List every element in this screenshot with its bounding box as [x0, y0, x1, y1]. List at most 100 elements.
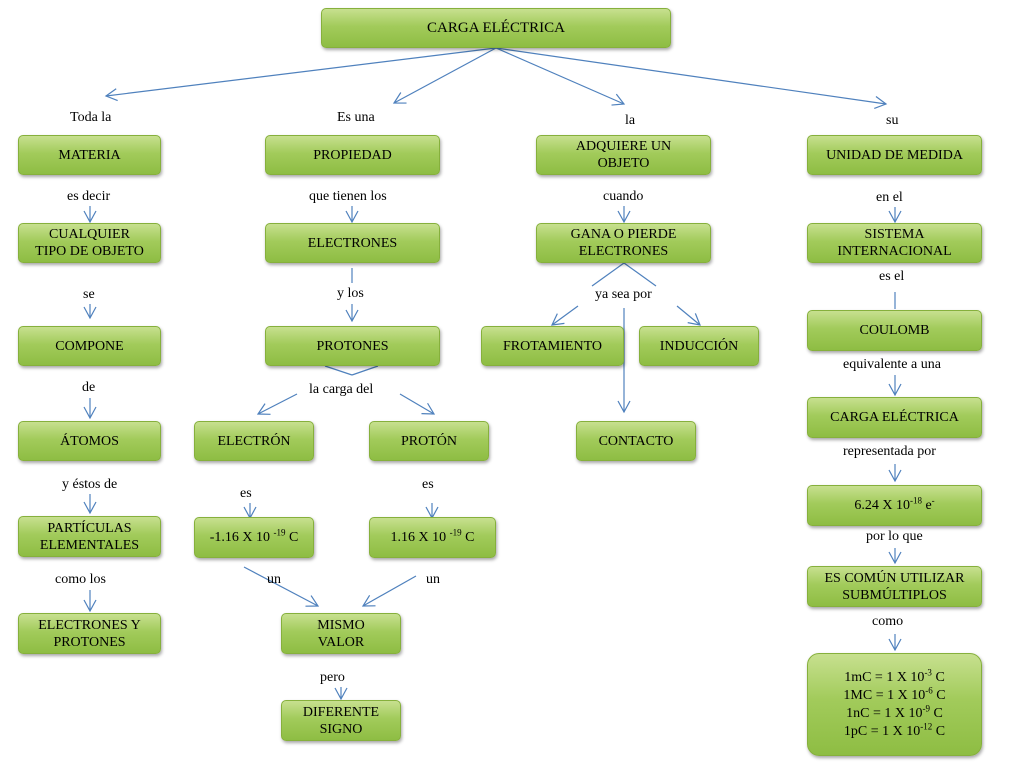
electron-charge-value: -1.16 X 10 [209, 530, 270, 545]
node-electrones: ELECTRONES [265, 223, 440, 263]
electron-count-value: 6.24 X 10 [854, 498, 910, 513]
title-text: CARGA ELÉCTRICA [427, 19, 565, 36]
node-proton-charge: 1.16 X 10 -19 C [369, 517, 496, 558]
label-cuando: cuando [603, 189, 644, 204]
label-toda-la: Toda la [70, 110, 112, 125]
electron-count-sign: - [931, 495, 935, 506]
node-contacto: CONTACTO [576, 421, 696, 461]
node-contacto-text: CONTACTO [598, 433, 674, 449]
node-adquiere-line1: ADQUIERE UN [575, 139, 672, 154]
node-atomos-text: ÁTOMOS [60, 433, 119, 449]
submultiplo-item: 1mC = 1 X 10-3 C [843, 667, 945, 687]
submultiplo-exponent: -12 [920, 720, 933, 731]
node-coulomb: COULOMB [807, 310, 982, 351]
label-es-decir: es decir [67, 189, 111, 204]
node-compone-text: COMPONE [55, 338, 124, 354]
node-materia-text: MATERIA [58, 147, 121, 163]
node-gana-line2: ELECTRONES [578, 244, 669, 259]
node-adquiere-line2: OBJETO [597, 156, 650, 171]
submultiplo-item: 1MC = 1 X 10-6 C [843, 684, 946, 705]
proton-charge-unit: C [465, 530, 475, 545]
submultiplo-exponent: -9 [922, 702, 930, 713]
node-carga-text: CARGA ELÉCTRICA [830, 410, 959, 425]
label-representada-por: representada por [843, 444, 936, 459]
submultiplo-unit: C [932, 687, 946, 703]
submultiplo-unit: C [931, 669, 945, 685]
label-se: se [83, 287, 95, 302]
node-electrones-protones-line2: PROTONES [53, 634, 126, 650]
node-propiedad-text: PROPIEDAD [313, 147, 392, 163]
node-adquiere-un-objeto: ADQUIERE UN OBJETO [536, 135, 711, 175]
node-electrones-protones-line1: ELECTRONES Y [38, 617, 141, 633]
node-carga-electrica: CARGA ELÉCTRICA [807, 397, 982, 438]
node-induccion: INDUCCIÓN [639, 326, 759, 366]
node-frotamiento: FROTAMIENTO [481, 326, 624, 366]
node-electron-count: 6.24 X 10-18 e- [807, 485, 982, 526]
node-propiedad: PROPIEDAD [265, 135, 440, 175]
node-protones: PROTONES [265, 326, 440, 366]
node-sistema-internacional: SISTEMA INTERNACIONAL [807, 223, 982, 263]
label-la-carga-del: la carga del [309, 382, 374, 397]
label-es-proton: es [422, 477, 434, 492]
label-equivalente-a-una: equivalente a una [843, 357, 941, 372]
submultiplo-item: 1pC = 1 X 10-12 C [843, 720, 945, 741]
label-un-right: un [426, 572, 440, 587]
node-electron: ELECTRÓN [194, 421, 314, 461]
label-como: como [872, 614, 904, 629]
node-compone: COMPONE [18, 326, 161, 366]
submultiplo-prefix: 1pC = 1 X 10 [843, 723, 921, 739]
node-sistema-line1: SISTEMA [864, 227, 925, 242]
label-su: su [886, 113, 899, 128]
label-es-una: Es una [337, 110, 375, 125]
node-frotamiento-text: FROTAMIENTO [503, 338, 602, 354]
submultiplo-prefix: 1MC = 1 X 10 [843, 687, 926, 703]
submultiplo-unit: C [929, 705, 943, 721]
proton-charge-text: 1.16 X 10 -19 C [390, 527, 475, 546]
proton-charge-exponent: -19 [449, 527, 462, 538]
proton-charge-value: 1.16 X 10 [390, 530, 447, 545]
label-como-los: como los [55, 572, 106, 587]
node-atomos: ÁTOMOS [18, 421, 161, 461]
node-unidad-de-medida: UNIDAD DE MEDIDA [807, 135, 982, 175]
electron-count-text: 6.24 X 10-18 e- [854, 495, 935, 514]
node-comun-line2: SUBMÚLTIPLOS [842, 587, 947, 603]
node-comun-line1: ES COMÚN UTILIZAR [824, 570, 965, 586]
node-induccion-text: INDUCCIÓN [659, 338, 739, 354]
node-mismo-line2: VALOR [317, 634, 365, 650]
node-sistema-line2: INTERNACIONAL [837, 244, 952, 259]
label-pero: pero [320, 670, 345, 685]
electron-charge-unit: C [288, 530, 299, 545]
node-mismo-line1: MISMO [317, 617, 365, 633]
label-es-electron: es [240, 486, 252, 501]
title-node: CARGA ELÉCTRICA [321, 8, 671, 48]
node-cualquier-line1: CUALQUIER [49, 227, 130, 242]
node-electron-text: ELECTRÓN [217, 433, 291, 449]
node-unidad-text: UNIDAD DE MEDIDA [826, 147, 963, 163]
label-es-el: es el [879, 269, 905, 284]
submultiplo-item: 1nC = 1 X 10-9 C [843, 702, 945, 723]
label-y-los: y los [337, 286, 364, 301]
electron-charge-exponent: -19 [273, 527, 286, 538]
node-materia: MATERIA [18, 135, 161, 175]
submultiplo-exponent: -6 [925, 684, 933, 695]
label-de: de [82, 380, 96, 395]
label-y-estos-de: y éstos de [62, 477, 118, 492]
node-proton: PROTÓN [369, 421, 489, 461]
label-ya-sea-por: ya sea por [595, 287, 652, 302]
label-en-el: en el [876, 190, 903, 205]
electron-count-symbol: e [925, 498, 932, 513]
electron-charge-text: -1.16 X 10 -19 C [209, 527, 299, 546]
submultiplo-prefix: 1mC = 1 X 10 [844, 669, 925, 685]
label-por-lo-que: por lo que [866, 529, 923, 544]
label-un-left: un [267, 572, 281, 587]
